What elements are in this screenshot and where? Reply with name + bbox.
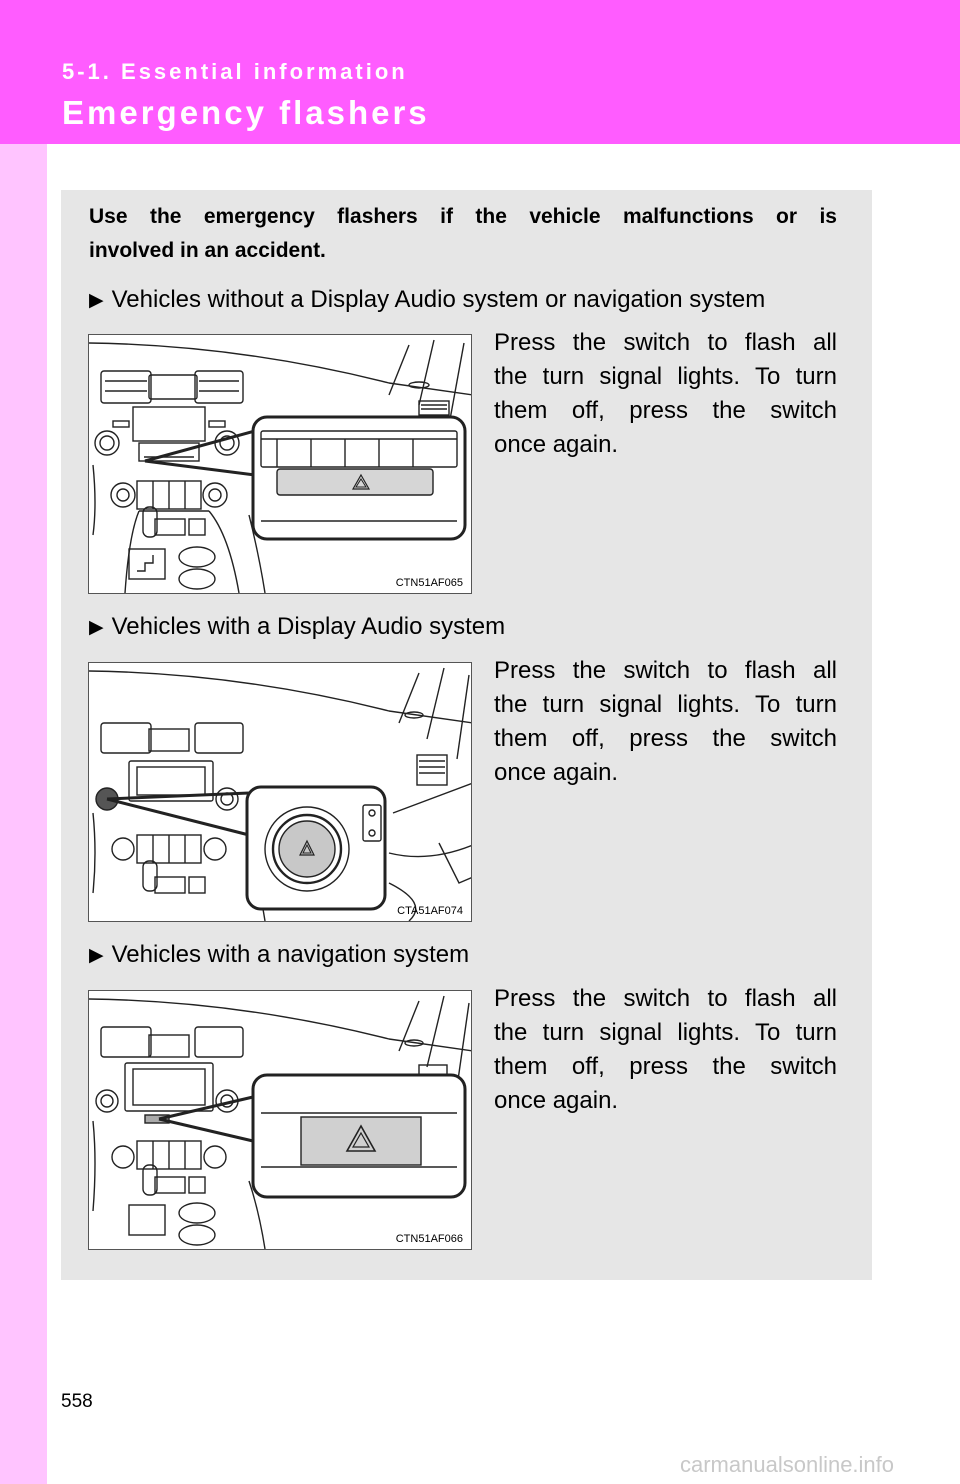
arrow-right-icon: ▶ [89, 617, 104, 638]
subheading-text: Vehicles without a Display Audio system … [111, 286, 766, 313]
section-label: 5-1. Essential information [62, 59, 408, 84]
arrow-right-icon: ▶ [89, 945, 104, 966]
instruction-line: them off, press the switch [494, 725, 837, 752]
intro-line: involved in an accident. [89, 239, 326, 262]
figure-code: CTN51AF065 [395, 577, 463, 589]
instruction-line: them off, press the switch [494, 1053, 837, 1080]
instruction-text: Press the switch to flash all the turn s… [494, 654, 837, 790]
hazard-triangle-icon [345, 1124, 377, 1152]
intro-line: Use the emergency flashers if the vehicl… [89, 205, 837, 228]
hazard-triangle-icon [299, 839, 315, 856]
hazard-triangle-icon [351, 473, 371, 490]
instruction-line: them off, press the switch [494, 397, 837, 424]
instruction-line: the turn signal lights. To turn [494, 1019, 837, 1046]
watermark: carmanualsonline.info [680, 1452, 895, 1477]
page-number: 558 [61, 1391, 93, 1412]
side-tab-bar [0, 144, 47, 1484]
subheading-display-audio: ▶ Vehicles with a Display Audio system [89, 612, 505, 644]
instruction-line: Press the switch to flash all [494, 657, 837, 684]
figure-code: CTN51AF066 [395, 1233, 463, 1245]
page-title: Emergency flashers [62, 94, 430, 131]
page-header: 5-1. Essential information Emergency fla… [0, 0, 960, 144]
instruction-line: once again. [494, 759, 619, 786]
instruction-line: once again. [494, 431, 619, 458]
arrow-right-icon: ▶ [89, 290, 104, 311]
figure-dashboard-navigation: CTN51AF066 [88, 990, 472, 1250]
instruction-line: the turn signal lights. To turn [494, 691, 837, 718]
instruction-line: the turn signal lights. To turn [494, 363, 837, 390]
subheading-no-display-audio: ▶ Vehicles without a Display Audio system… [89, 285, 765, 317]
instruction-line: once again. [494, 1087, 619, 1114]
instruction-text: Press the switch to flash all the turn s… [494, 982, 837, 1118]
instruction-text: Press the switch to flash all the turn s… [494, 326, 837, 462]
figure-code: CTA51AF074 [397, 905, 463, 917]
figure-dashboard-display-audio: CTA51AF074 [88, 662, 472, 922]
instruction-line: Press the switch to flash all [494, 329, 837, 356]
subheading-text: Vehicles with a navigation system [111, 941, 470, 968]
figure-dashboard-standard: CTN51AF065 [88, 334, 472, 594]
subheading-navigation: ▶ Vehicles with a navigation system [89, 940, 469, 972]
subheading-text: Vehicles with a Display Audio system [111, 613, 506, 640]
intro-text: Use the emergency flashers if the vehicl… [89, 200, 837, 268]
instruction-line: Press the switch to flash all [494, 985, 837, 1012]
